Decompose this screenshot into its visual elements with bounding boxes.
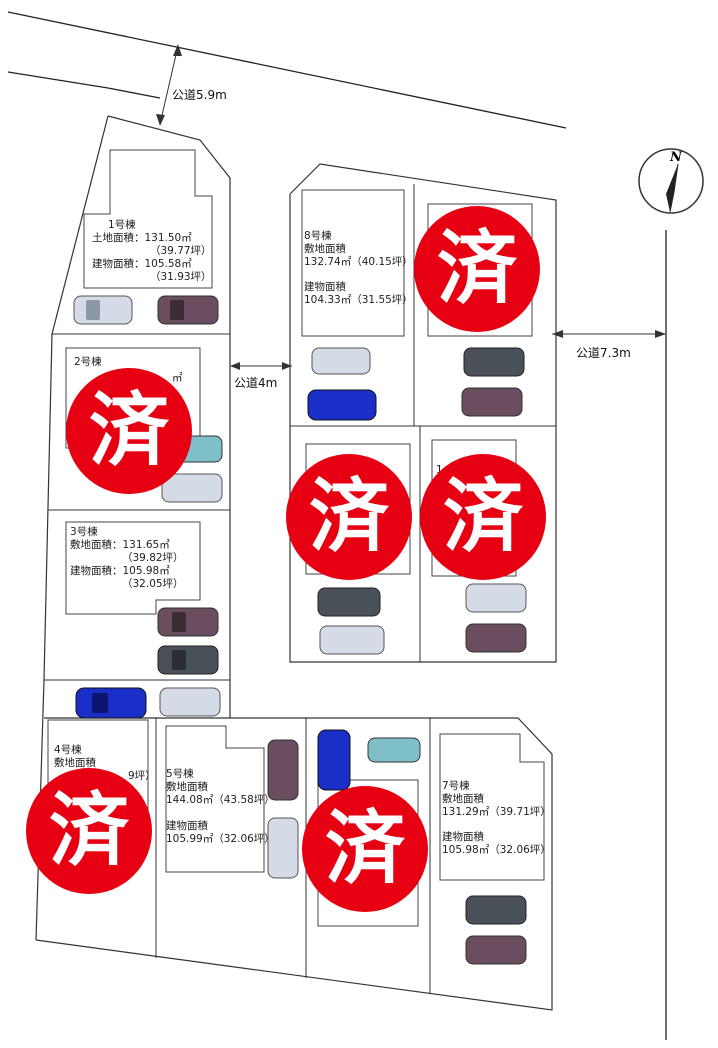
car <box>461 387 523 417</box>
lot3-house-footprint <box>65 521 201 615</box>
lot4-partial-text: 敷地面積 <box>54 757 96 769</box>
sold-mark-lot9: 済 <box>414 206 540 332</box>
car <box>267 739 299 801</box>
compass-needle-icon <box>666 164 678 212</box>
cars <box>73 295 527 965</box>
car <box>161 473 223 503</box>
lot8-building-area: 104.33㎡（31.55坪） <box>304 294 413 306</box>
car <box>317 587 381 617</box>
sold-mark-lot2: 済 <box>66 368 192 494</box>
lot8-building-heading: 建物面積 <box>304 281 346 293</box>
center-road-label: 公道4m <box>232 374 280 391</box>
car <box>465 623 527 653</box>
lot4-name: 4号棟 <box>54 744 82 756</box>
lot5-land-area: 144.08㎡（43.58坪） <box>166 794 275 806</box>
north-road-edge-lower-2 <box>107 87 161 99</box>
car <box>159 687 221 717</box>
lot8-land-area: 132.74㎡（40.15坪） <box>304 256 413 268</box>
car <box>311 347 371 375</box>
sold-mark-lot6: 済 <box>302 786 428 912</box>
lot1-land-tsubo: （39.77坪） <box>150 245 212 257</box>
north-road-dimension <box>159 45 179 125</box>
north-road-edge <box>7 11 567 129</box>
lot1-building-tsubo: （31.93坪） <box>150 271 212 283</box>
lot8-house-footprint <box>301 189 405 337</box>
lot8-land-heading: 敷地面積 <box>304 243 346 255</box>
lot5-building-heading: 建物面積 <box>166 820 208 832</box>
car <box>317 729 351 791</box>
lot2-partial-text: ㎡ <box>172 372 183 384</box>
car <box>367 737 421 763</box>
lot2-name: 2号棟 <box>74 356 102 368</box>
lot1-land-area: 土地面積：131.50㎡ <box>92 232 192 244</box>
lot3-land-tsubo: （39.82坪） <box>122 552 184 564</box>
compass-circle <box>638 148 704 214</box>
west-block-outline-east <box>107 115 231 718</box>
car <box>463 347 525 377</box>
lot1-house-footprint <box>83 149 213 289</box>
lot7-house-footprint <box>439 733 545 881</box>
lot5-building-area: 105.99㎡（32.06坪） <box>166 833 275 845</box>
north-road-label: 公道5.9m <box>170 86 229 103</box>
compass-needle-light-icon <box>669 163 679 213</box>
car <box>267 817 299 879</box>
compass-label: N <box>670 150 682 165</box>
sold-mark-lot10: 済 <box>286 454 412 580</box>
center-road-arrowhead-left <box>230 362 240 370</box>
east-road-arrowhead-left <box>552 330 563 338</box>
car <box>73 295 133 325</box>
car <box>465 583 527 613</box>
east-block-outline <box>289 163 557 663</box>
car <box>157 607 219 637</box>
sold-mark-lot4: 済 <box>26 768 152 894</box>
lot1-building-area: 建物面積：105.58㎡ <box>92 258 192 270</box>
lot7-building-heading: 建物面積 <box>442 831 484 843</box>
car <box>157 295 219 325</box>
car <box>465 895 527 925</box>
north-compass: N <box>636 146 706 216</box>
lot7-building-area: 105.98㎡（32.06坪） <box>442 844 551 856</box>
north-road-edge-lower <box>7 71 109 89</box>
center-road-arrowhead-right <box>282 362 292 370</box>
car <box>157 645 219 675</box>
lot4-partial-tsubo: 9坪） <box>128 770 156 782</box>
car <box>307 389 377 421</box>
car <box>319 625 385 655</box>
lot5-name: 5号棟 <box>166 768 194 780</box>
lot5-land-heading: 敷地面積 <box>166 781 208 793</box>
east-road-arrowhead-right <box>655 330 666 338</box>
lot3-land-area: 敷地面積：131.65㎡ <box>70 539 170 551</box>
lot5-house-footprint <box>165 725 265 873</box>
lot3-building-area: 建物面積：105.98㎡ <box>70 565 170 577</box>
north-road-arrowhead-bottom <box>156 114 165 126</box>
lot1-name: 1号棟 <box>108 219 136 231</box>
sold-mark-lot11: 済 <box>420 454 546 580</box>
car <box>75 687 147 719</box>
lot3-name: 3号棟 <box>70 526 98 538</box>
lot7-name: 7号棟 <box>442 780 470 792</box>
south-block-outline <box>35 717 553 1011</box>
lot8-name: 8号棟 <box>304 230 332 242</box>
east-road-label: 公道7.3m <box>574 344 633 361</box>
lot7-land-heading: 敷地面積 <box>442 793 484 805</box>
north-road-arrowhead-top <box>173 44 182 56</box>
car <box>465 935 527 965</box>
lot3-building-tsubo: （32.05坪） <box>122 578 184 590</box>
lot7-land-area: 131.29㎡（39.71坪） <box>442 806 551 818</box>
